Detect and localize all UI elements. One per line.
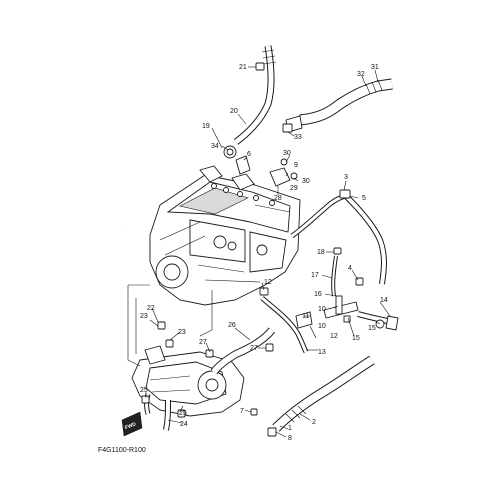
fwd-label: FWD [124,421,137,431]
callout-5: 5 [362,195,366,202]
hose-31-32 [285,78,393,133]
callout-16: 16 [314,291,322,298]
part-6 [235,155,251,175]
callout-33: 33 [294,134,302,141]
callout-18: 18 [317,249,325,256]
fitting-28-29-30 [269,158,298,187]
clamp-7 [250,408,258,416]
callout-15b: 15 [352,335,360,342]
callout-7: 7 [240,408,244,415]
callout-25a: 25 [140,387,148,394]
callout-2: 2 [312,419,316,426]
callout-31: 31 [371,64,379,71]
engine-block [149,165,301,306]
hose-19 [112,146,219,228]
callout-30a: 30 [283,150,291,157]
hose-13 [260,296,309,354]
fwd-arrow-icon: FWD [121,411,143,437]
callout-27b: 27 [250,345,258,352]
callout-3: 3 [344,174,348,181]
callout-24: 24 [180,421,188,428]
hose-14 [357,311,399,331]
clamp-4 [355,277,364,286]
hose-20 [233,45,277,145]
callout-25b: 25 [179,410,187,417]
callout-23a: 23 [140,313,148,320]
figure-code: F4G1100-R100 [98,447,146,454]
clamp-21 [255,62,265,71]
hose-17 [331,255,338,297]
callout-4: 4 [348,265,352,272]
callout-20: 20 [230,108,238,115]
hose-upper-right [290,193,349,239]
bracket-lines [127,284,213,367]
callout-13: 13 [318,349,326,356]
callout-21: 21 [239,64,247,71]
callout-10a: 10 [318,306,326,313]
callout-10b: 10 [318,323,326,330]
callout-1: 1 [288,425,292,432]
callout-11: 11 [302,313,309,320]
callout-22: 22 [147,305,155,312]
callout-17: 17 [311,272,319,279]
clamp-18 [333,247,342,255]
hose-26 [210,327,276,375]
callout-34: 34 [211,143,219,150]
hose-24 [163,399,171,431]
callout-26: 26 [228,322,236,329]
clamp-27 [205,343,274,358]
callout-14: 14 [380,297,388,304]
clamp-23 [157,321,174,348]
callout-29: 29 [290,185,298,192]
callout-28: 28 [274,195,282,202]
callout-12b: 12 [330,333,338,340]
clamp-3 [339,189,351,199]
callout-27a: 27 [199,339,207,346]
hose-1-2 [272,355,375,432]
clamp-8 [267,427,277,437]
callout-6: 6 [247,151,251,158]
callout-19: 19 [202,123,210,130]
callout-9: 9 [294,162,298,169]
tee-fitting-9 [323,295,359,323]
hose-5 [343,193,387,285]
callout-32: 32 [357,71,365,78]
callout-numbers: 21 20 19 31 32 33 34 6 30 9 29 30 28 3 5… [140,64,388,442]
callout-15a: 15 [368,325,376,332]
clamp-12 [259,287,269,296]
callout-23b: 23 [178,329,186,336]
leader-lines [145,66,391,438]
part-34 [223,145,237,159]
callout-30b: 30 [302,178,310,185]
callout-8: 8 [288,435,292,442]
clamp-33 [282,123,293,133]
callout-12a: 12 [264,279,272,286]
clamp-25-lower [141,395,186,418]
